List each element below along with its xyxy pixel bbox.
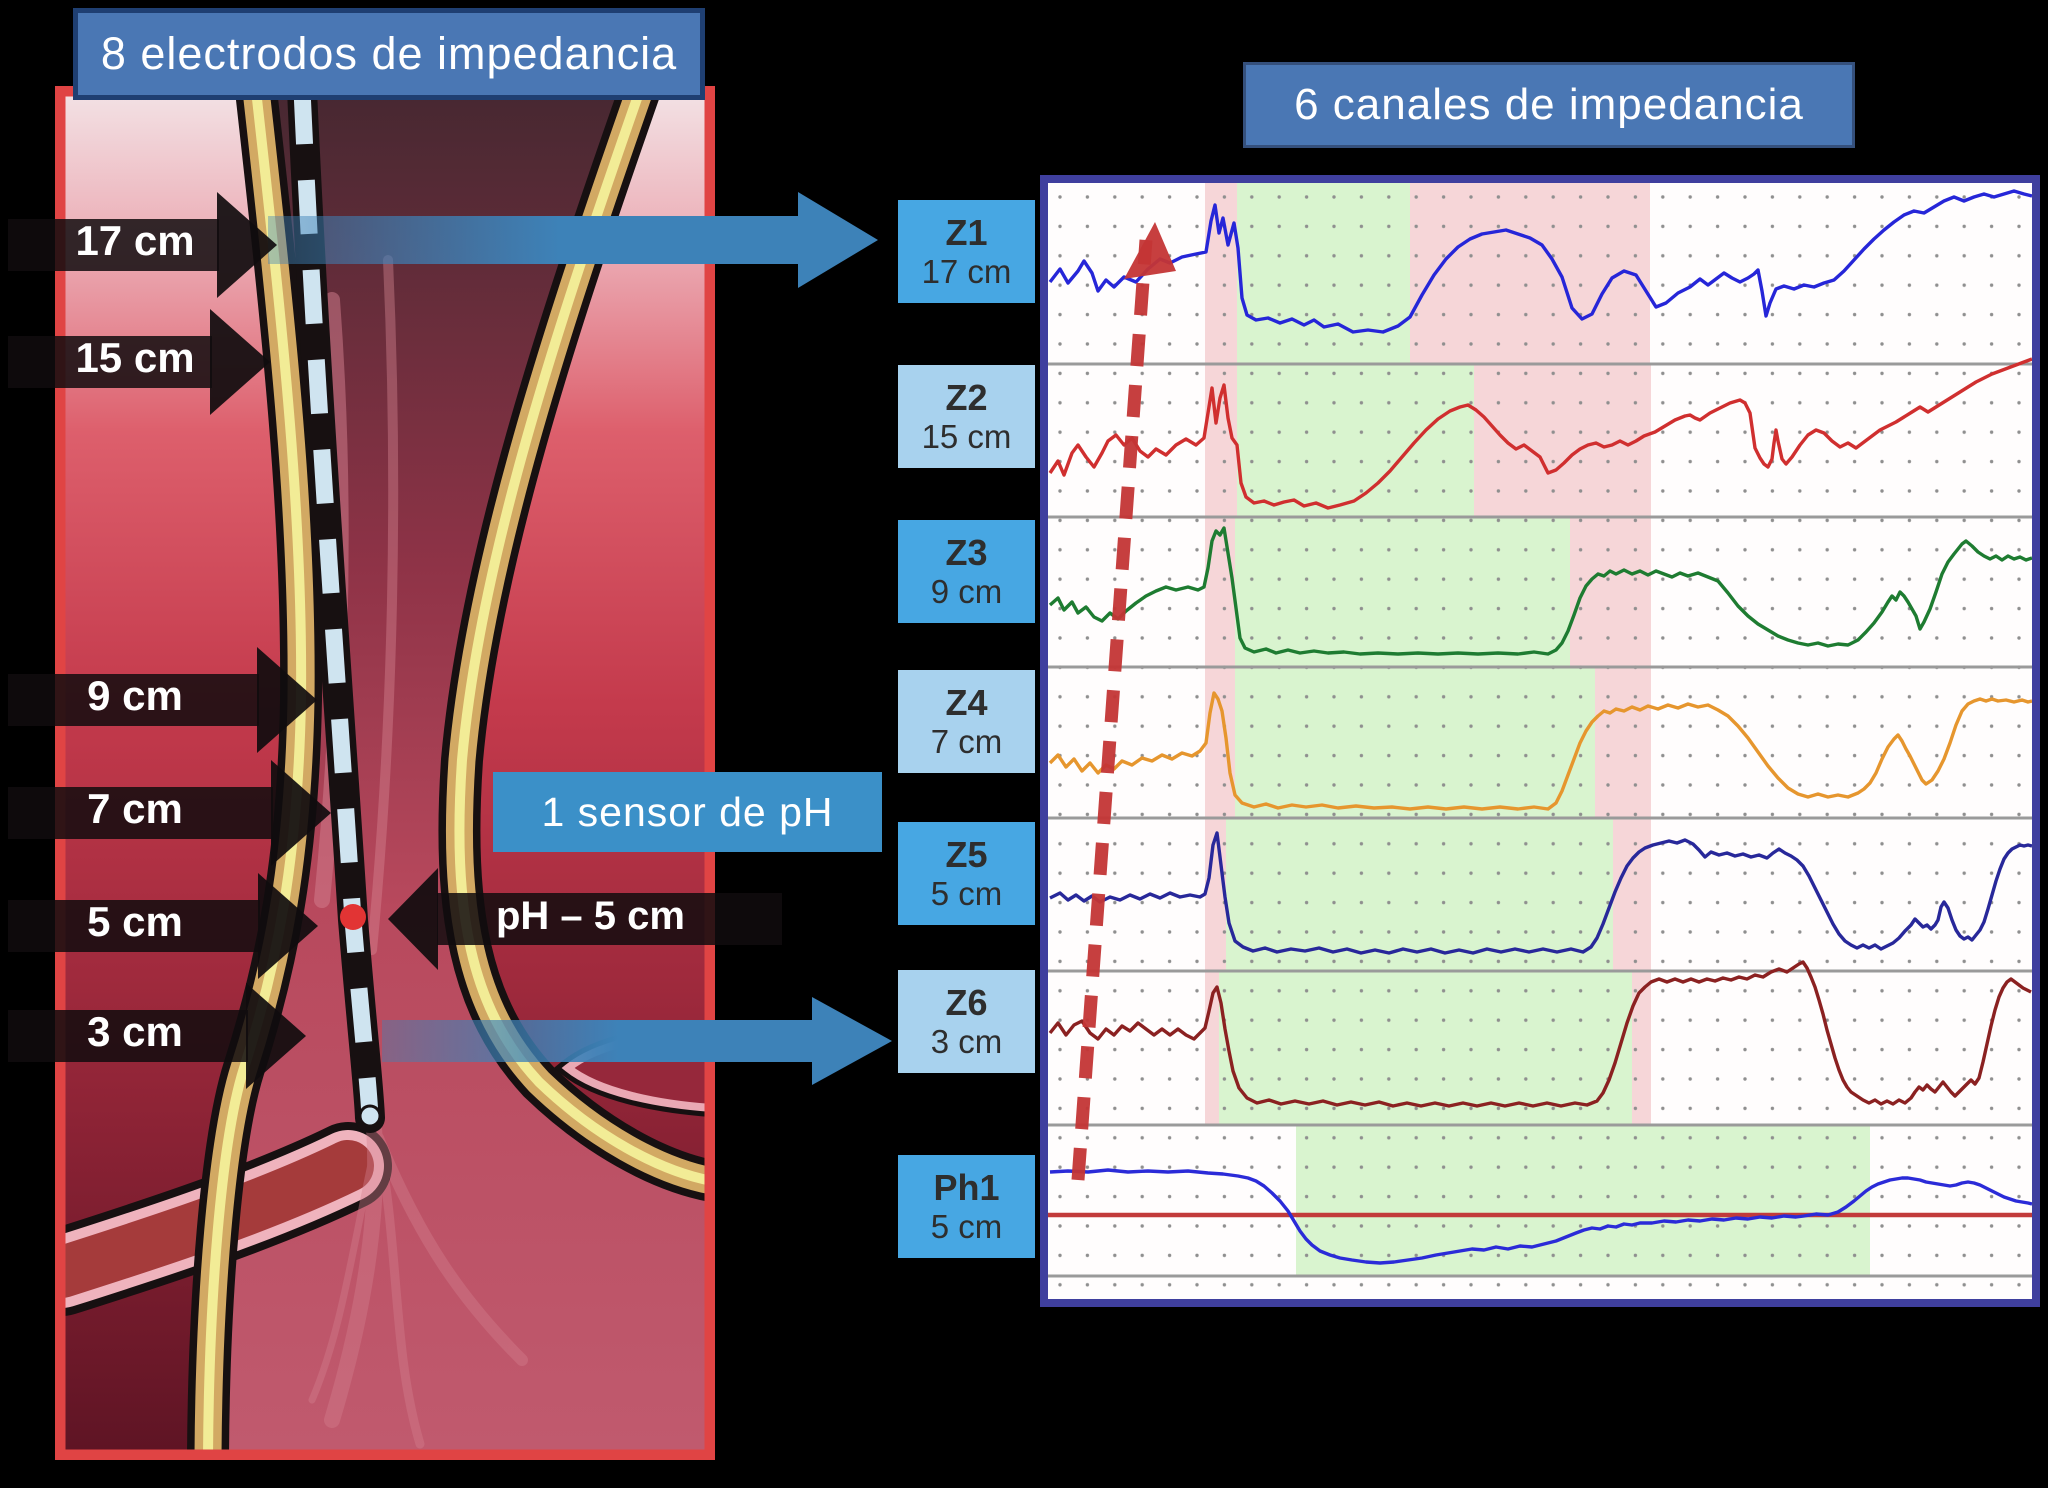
channel-id: Z6 <box>945 981 988 1023</box>
trace-Z2 <box>1048 357 2032 510</box>
electrode-distance-label: 9 cm <box>87 672 183 719</box>
channel-id: Z5 <box>945 833 988 875</box>
channel-id: Z2 <box>945 376 988 418</box>
trace-Ph1 <box>1049 1168 2032 1265</box>
branching-vessels <box>308 1120 528 1449</box>
dot-grid <box>1048 183 2032 1299</box>
electrodes-title: 8 electrodos de impedancia <box>100 28 678 79</box>
channel-id: Z3 <box>945 531 988 573</box>
impedance-chart-panel <box>1040 175 2040 1307</box>
trace-Z6 <box>1048 960 2032 1108</box>
channel-depth: 5 cm <box>930 875 1003 913</box>
ph-sensor-banner-label: 1 sensor de pH <box>541 788 834 835</box>
catheter-tip <box>358 1104 382 1128</box>
impedance-chart-plot <box>1048 183 2032 1299</box>
swallow-arrow-head <box>1124 222 1176 279</box>
ph-depth-label: pH – 5 cm <box>496 894 685 938</box>
electrode-distance-label: 17 cm <box>75 217 195 264</box>
channel-depth: 3 cm <box>930 1023 1003 1061</box>
ph-sensor-dot <box>340 904 366 930</box>
trace-Z5 <box>1049 831 2032 955</box>
channel-depth: 15 cm <box>921 418 1012 456</box>
channel-depth: 9 cm <box>930 573 1003 611</box>
channel-id: Z1 <box>945 211 988 253</box>
flow-arrow-head-Z6 <box>812 997 892 1085</box>
channel-depth: 17 cm <box>921 253 1012 291</box>
swallow-dashed-arrow <box>1071 239 1153 1181</box>
trace-Z3 <box>1048 526 2032 656</box>
channel-id: Z4 <box>945 681 988 723</box>
channels-title-banner: 6 canales de impedancia <box>1243 62 1855 148</box>
esophagus-wall-right <box>438 86 715 1202</box>
electrode-distance-label: 15 cm <box>75 334 195 381</box>
ph-sensor-banner: 1 sensor de pH <box>493 772 882 852</box>
electrode-distance-label: 5 cm <box>87 898 183 945</box>
channels-title: 6 canales de impedancia <box>1294 80 1804 129</box>
electrode-distance-label: 3 cm <box>87 1008 183 1055</box>
lumen-highlight <box>367 255 399 955</box>
electrodes-title-banner: 8 electrodos de impedancia <box>73 8 705 100</box>
impedance-catheter <box>287 86 385 1133</box>
channel-id: Ph1 <box>933 1166 1000 1208</box>
channel-depth: 5 cm <box>930 1208 1003 1246</box>
trace-Z1 <box>1048 189 2032 334</box>
trace-Z4 <box>1048 691 2032 811</box>
channel-depth: 7 cm <box>930 723 1003 761</box>
flow-arrow-head-Z1 <box>798 192 878 288</box>
electrode-distance-label: 7 cm <box>87 785 183 832</box>
